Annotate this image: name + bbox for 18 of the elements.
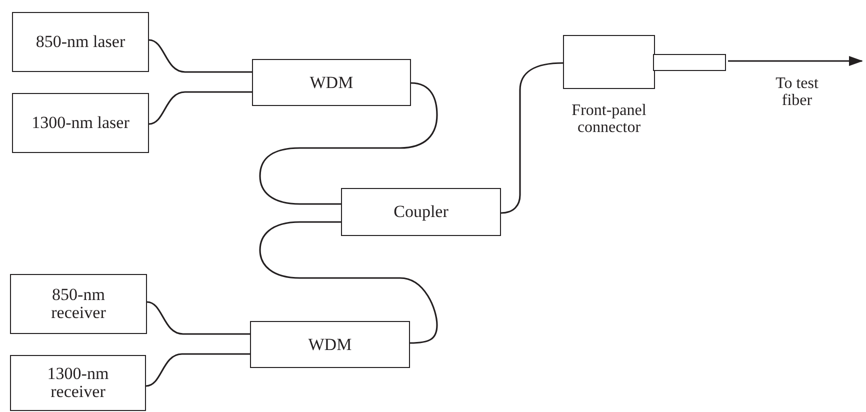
fiber-line xyxy=(148,91,252,125)
fiber-line xyxy=(259,221,438,344)
component-box: 850-nm receiver xyxy=(10,274,147,334)
fiber-line xyxy=(146,301,250,335)
component-box: WDM xyxy=(250,321,410,368)
fiber-line xyxy=(148,39,252,73)
fiber-line xyxy=(259,82,438,205)
component-box: Coupler xyxy=(341,188,501,236)
component-box: 1300-nm receiver xyxy=(10,355,146,411)
component-box: 850-nm laser xyxy=(12,12,149,72)
component-box: WDM xyxy=(252,59,411,106)
node-caption: Front-panel connector xyxy=(570,103,648,137)
fiber-line xyxy=(146,353,250,387)
edge-label: To test fiber xyxy=(774,76,820,110)
component-box: 1300-nm laser xyxy=(12,93,149,153)
connector-drawing xyxy=(563,35,726,89)
arrow xyxy=(728,56,863,66)
fiber-line xyxy=(500,62,564,214)
